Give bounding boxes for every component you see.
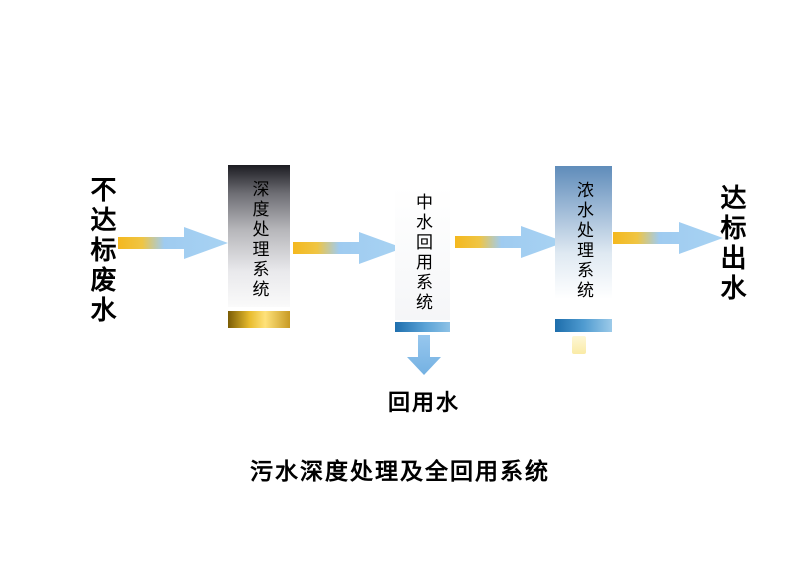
flow-arrow-2 [293,232,403,264]
stage1-gold-band [228,311,290,328]
flow-arrow-4 [613,222,723,254]
stage3-drip-artifact [572,336,586,354]
stage2-body [395,186,450,320]
input-label: 不达标废水 [87,176,117,326]
stage2-blue-band [395,322,450,332]
stage3-body [555,166,612,317]
stage3-blue-band [555,319,612,332]
stage-box-deep-treatment: 深度处理系统 [228,165,290,328]
branch-label: 回用水 [387,390,460,415]
stage1-label: 深度处理系统 [249,179,269,300]
output-label: 达标出水 [717,184,747,304]
stage2-label: 中水回用系统 [413,193,432,314]
stage1-body [228,165,290,307]
branch-arrow-down [407,335,441,375]
flow-arrow-1 [118,227,228,259]
stage-box-water-reuse: 中水回用系统 [395,186,450,332]
flow-arrow-3 [455,226,565,258]
diagram-caption: 污水深度处理及全回用系统 [250,458,550,484]
stage-box-concentrate-treatment: 浓水处理系统 [555,166,612,332]
stage3-label: 浓水处理系统 [574,180,593,301]
